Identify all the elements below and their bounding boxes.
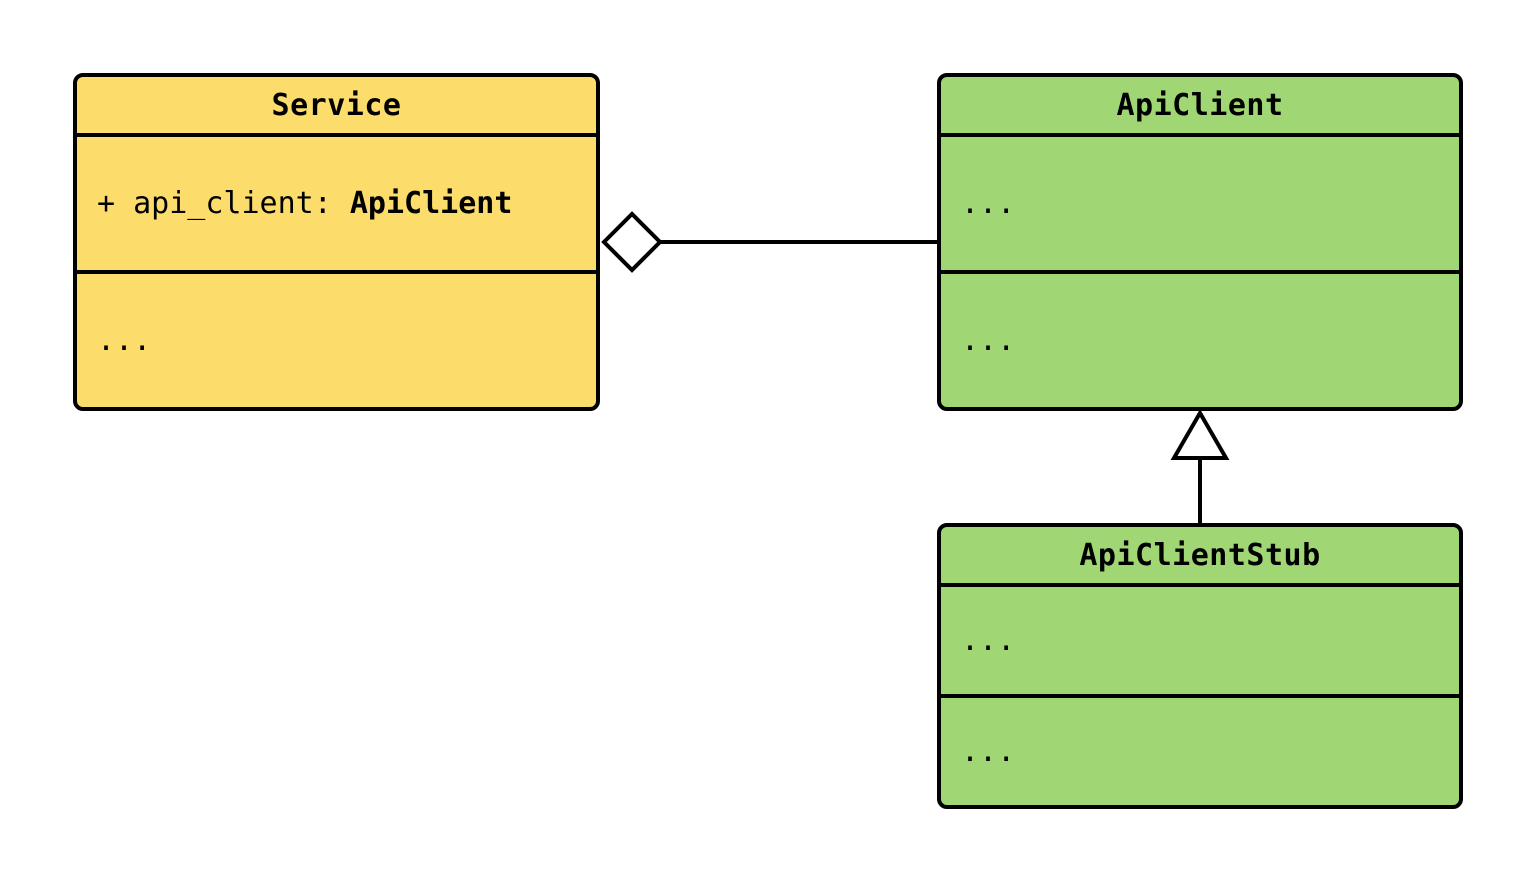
- class-attributes-apiclient: ...: [941, 137, 1459, 274]
- inheritance-triangle-icon: [1170, 409, 1230, 460]
- class-name-apiclientstub: ApiClientStub: [941, 527, 1459, 587]
- aggregation-diamond-icon: [601, 211, 663, 273]
- class-methods-service: ...: [77, 274, 596, 407]
- attribute-line: + api_client: ApiClient: [97, 186, 512, 221]
- attributes-placeholder: ...: [961, 186, 1016, 221]
- class-methods-apiclientstub: ...: [941, 698, 1459, 805]
- class-box-service: Service + api_client: ApiClient ...: [73, 73, 600, 411]
- class-box-apiclient: ApiClient ... ...: [937, 73, 1463, 411]
- attributes-placeholder: ...: [961, 623, 1016, 658]
- class-attributes-apiclientstub: ...: [941, 587, 1459, 698]
- attribute-type: ApiClient: [349, 186, 513, 221]
- class-name-apiclient: ApiClient: [941, 77, 1459, 137]
- methods-placeholder: ...: [961, 323, 1016, 358]
- attribute-prefix: + api_client:: [97, 186, 350, 221]
- class-attributes-service: + api_client: ApiClient: [77, 137, 596, 274]
- methods-placeholder: ...: [961, 734, 1016, 769]
- class-methods-apiclient: ...: [941, 274, 1459, 407]
- methods-placeholder: ...: [97, 323, 152, 358]
- class-box-apiclientstub: ApiClientStub ... ...: [937, 523, 1463, 809]
- class-name-service: Service: [77, 77, 596, 137]
